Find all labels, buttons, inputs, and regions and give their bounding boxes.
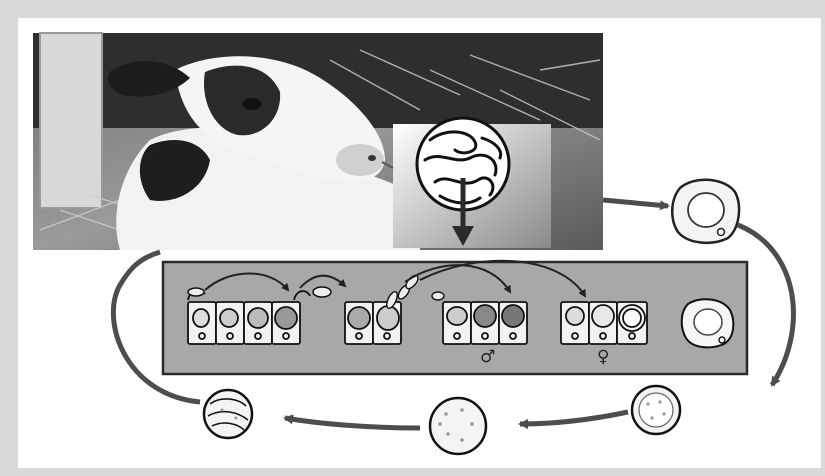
cell-group-2 [344, 301, 402, 345]
oocyst-unsporulated-icon [630, 384, 682, 436]
female-symbol: ♀ [597, 347, 609, 367]
male-symbol: ♂ [480, 347, 495, 367]
intestine-inset [393, 116, 551, 248]
cell-group-female [560, 301, 648, 345]
oocyst-sporulated-icon [202, 388, 254, 440]
intracellular-stages-panel: ♂ ♀ [161, 259, 749, 376]
oocyst-top-icon [671, 178, 741, 245]
cell-group-male [442, 301, 528, 345]
oocyst-sporulating-icon [428, 396, 488, 456]
life-cycle-arrows [110, 197, 796, 431]
cell-group-1 [187, 289, 311, 345]
oocyst-panel-icon [680, 298, 735, 349]
